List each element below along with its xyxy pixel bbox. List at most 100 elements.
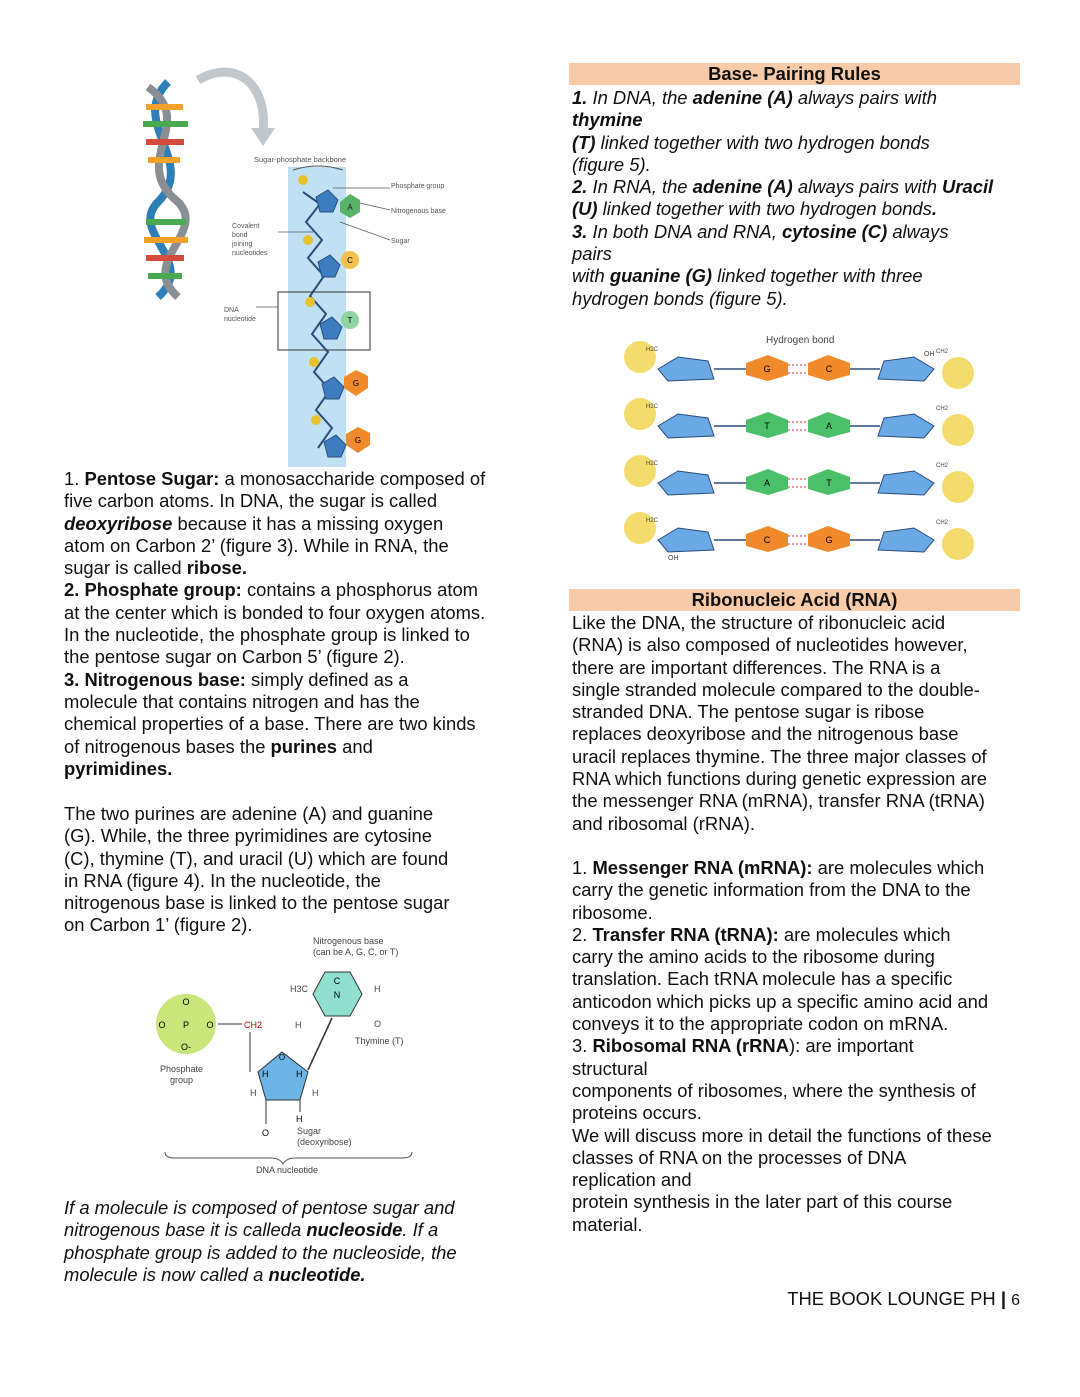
nitrogenous-base-subtitle: (can be A, G, C, or T) [313, 947, 398, 957]
rna-line: Like the DNA, the structure of ribonucle… [572, 612, 946, 633]
base-letter-left: A [764, 478, 770, 488]
base-letter-right: A [826, 421, 832, 431]
covalent-bond-label-2: bond [232, 232, 248, 239]
item3-line2: molecule that contains nitrogen and has … [64, 690, 420, 712]
ch2-label: CH2 [936, 520, 949, 526]
atom-o-bottom: O [262, 1128, 269, 1138]
sugar-phosphate-backbone-label: Sugar-phosphate backbone [254, 155, 346, 164]
rna-line: (RNA) is also composed of nucleotides ho… [572, 634, 968, 656]
dna-nucleotide-label-1: DNA [224, 307, 239, 314]
atom-o-top: O [182, 997, 189, 1007]
trna-line1: 2. Transfer RNA (tRNA): are molecules wh… [572, 923, 951, 945]
deoxyribose-label: (deoxyribose) [297, 1137, 352, 1147]
sugar-left [657, 413, 715, 439]
base-pairing-rules: 1. In DNA, the adenine (A) always pairs … [572, 87, 1022, 310]
base-left [746, 355, 788, 381]
phosphate-label-2: group [170, 1075, 193, 1085]
trna-line3: translation. Each tRNA molecule has a sp… [572, 968, 953, 990]
mrna-term: Messenger RNA (mRNA): [592, 857, 813, 878]
rna-line: there are important differences. The RNA… [572, 656, 941, 678]
item1-line2: five carbon atoms. In DNA, the sugar is … [64, 490, 438, 512]
base-letter-right: G [825, 535, 832, 545]
phosphate-group-term: Phosphate group: [84, 579, 242, 601]
trna-line2: carry the amino acids to the ribosome du… [572, 946, 935, 968]
base-left [746, 412, 788, 438]
rule1-line1: 1. In DNA, the adenine (A) always pairs … [572, 87, 937, 108]
base-right [808, 469, 850, 495]
trna-line4: anticodon which picks up a specific amin… [572, 990, 989, 1012]
base-c: C [347, 256, 353, 265]
covalent-bond-label-1: Covalent [232, 223, 260, 230]
base-right [808, 412, 850, 438]
rule2-line1: 2. In RNA, the adenine (A) always pairs … [572, 176, 994, 198]
dna-nucleotide-caption: DNA nucleotide [256, 1165, 318, 1175]
item1-line5: sugar is called ribose. [64, 557, 247, 579]
atom-h-bottom: H [296, 1114, 303, 1124]
trna-term: Transfer RNA (tRNA): [592, 923, 779, 945]
dna-strand-diagram: Sugar-phosphate backbone A C T G [143, 67, 446, 467]
atom-h-ring4: H [312, 1088, 319, 1098]
base-left [746, 526, 788, 552]
rule3-line3: with guanine (G) linked together with th… [572, 265, 923, 287]
nitrogenous-base-label: Nitrogenous base [391, 208, 446, 215]
item2-line2: at the center which is bonded to four ox… [64, 601, 486, 623]
rna-line: uracil replaces thymine. The three major… [572, 745, 987, 767]
closing-line: classes of RNA on the processes of DNA [572, 1146, 907, 1168]
atom-o-right2: O [206, 1020, 213, 1030]
dna-nucleotide-label-2: nucleotide [224, 316, 256, 323]
rna-line: single stranded molecule compared to the… [572, 678, 980, 700]
phosphate-label-1: Phosphate [160, 1064, 203, 1074]
item3-line5: pyrimidines. [64, 758, 524, 780]
base-letter-left: G [763, 364, 770, 374]
sugar-right [877, 356, 935, 382]
rna-line: stranded DNA. The pentose sugar is ribos… [572, 701, 925, 723]
rule1-line3: (T) linked together with two hydrogen bo… [572, 131, 930, 153]
item1-line4: atom on Carbon 2’ (figure 3). While in R… [64, 534, 449, 556]
base-letter-right: T [826, 478, 832, 488]
oh-top-label: OH [924, 351, 935, 358]
sugar-left [657, 527, 715, 553]
rule3-line2: pairs [572, 243, 612, 265]
para-line: on Carbon 1’ (figure 2). [64, 914, 253, 936]
rule3-line1: 3. In both DNA and RNA, cytosine (C) alw… [572, 220, 949, 242]
ch2-label: CH2 [244, 1020, 262, 1030]
dna-strand-figure: Sugar-phosphate backbone A C T G [128, 62, 448, 467]
nucleotide-term: nucleotide. [268, 1263, 366, 1285]
sugar-label: Sugar [391, 238, 410, 245]
phosphate-left [624, 341, 656, 373]
mrna-line2: carry the genetic information from the D… [572, 879, 971, 901]
atom-h-ring3: H [250, 1088, 257, 1098]
rrna-line1: 3. Ribosomal RNA (rRNA): are important [572, 1035, 914, 1057]
ch2-label: CH2 [936, 406, 949, 412]
base-right [808, 355, 850, 381]
rrna-term: Ribosomal RNA (rRNA [592, 1035, 789, 1057]
covalent-bond-label-3: joining [231, 241, 252, 248]
rrna-line3: components of ribosomes, where the synth… [572, 1079, 976, 1101]
rule2-line2: (U) linked together with two hydrogen bo… [572, 198, 937, 220]
rna-line: the messenger RNA (mRNA), transfer RNA (… [572, 790, 985, 812]
left-definitions: 1. Pentose Sugar: a monosaccharide compo… [64, 468, 524, 780]
rna-line: replaces deoxyribose and the nitrogenous… [572, 723, 959, 745]
nucleotide-diagram: Nitrogenous base (can be A, G, C, or T) … [156, 936, 413, 1175]
atom-h-ring1: H [262, 1069, 269, 1079]
nitrogenous-base-title: Nitrogenous base [313, 936, 384, 946]
sugar-right [877, 470, 935, 496]
footer-separator: | [1000, 1288, 1006, 1309]
item2-line3: In the nucleotide, the phosphate group i… [64, 624, 470, 646]
pentose-sugar-term: Pentose Sugar: [84, 468, 220, 489]
phosphate-right [942, 414, 974, 446]
covalent-bond-label-4: nucleotides [232, 250, 268, 257]
para-line: in RNA (figure 4). In the nucleotide, th… [64, 869, 381, 891]
phosphate-right [942, 471, 974, 503]
base-t: T [348, 316, 353, 325]
atom-o-left: O [158, 1020, 165, 1030]
pyrimidines-term: pyrimidines. [64, 757, 173, 779]
phosphate-left [624, 512, 656, 544]
h2c-label: H2C [646, 404, 659, 410]
item3-line1: 3. Nitrogenous base: simply defined as a [64, 668, 409, 690]
rna-line: and ribosomal (rRNA). [572, 812, 755, 834]
phosphate-left [624, 455, 656, 487]
page-footer: THE BOOK LOUNGE PH | 6 [700, 1288, 1020, 1310]
mrna-line3: ribosome. [572, 901, 653, 923]
